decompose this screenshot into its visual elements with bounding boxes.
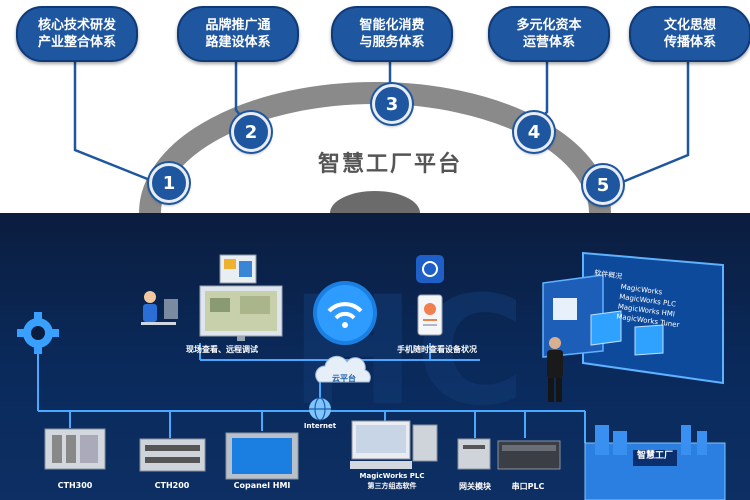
phone-icon <box>417 294 443 336</box>
system-label-5: 文化思想 传播体系 <box>663 18 716 50</box>
step-number-1: 1 <box>149 163 189 203</box>
top-section: 核心技术研发 产业整合体系 品牌推广通 路建设体系 智能化消费 与服务体系 多元… <box>0 0 750 213</box>
system-label-1: 核心技术研发 产业整合体系 <box>37 18 116 50</box>
step-number-3: 3 <box>372 84 412 124</box>
device-label-pc: MagicWorks PLC 第三方组态软件 <box>359 472 425 490</box>
system-bubble-4: 多元化资本 运营体系 <box>488 6 610 62</box>
platform-title: 智慧工厂平台 <box>317 152 462 177</box>
presenter-icon <box>547 337 563 402</box>
internet-globe-icon <box>309 397 331 421</box>
device-cth300 <box>44 428 106 470</box>
device-pc-workstation <box>350 420 438 469</box>
wifi-icon <box>313 281 377 345</box>
cloud-platform-label: 云平台 <box>332 374 356 383</box>
cloud-icon <box>315 355 371 383</box>
device-copanel-hmi <box>225 432 299 480</box>
software-icon <box>219 254 257 284</box>
device-gateway-module <box>457 438 491 470</box>
system-label-3: 智能化消费 与服务体系 <box>359 18 425 50</box>
system-label-2: 品牌推广通 路建设体系 <box>205 18 271 50</box>
device-label-serial-plc: 串口PLC <box>511 482 545 491</box>
device-label-copanel-hmi: Copanel HMI <box>233 481 291 490</box>
step-number-5: 5 <box>583 165 623 205</box>
factory-sign-label: 智慧工厂 <box>636 451 674 461</box>
mobile-status-label: 手机随时查看设备状况 <box>397 345 477 354</box>
network-diagram-section: HC <box>0 213 750 500</box>
device-label-gateway: 网关模块 <box>459 482 491 491</box>
system-bubble-3: 智能化消费 与服务体系 <box>331 6 453 62</box>
network-graphic: HC <box>17 251 726 500</box>
device-cth200 <box>139 438 206 472</box>
gear-icon <box>17 312 59 354</box>
device-serial-plc <box>497 440 561 470</box>
system-bubble-2: 品牌推广通 路建设体系 <box>177 6 299 62</box>
system-bubble-1: 核心技术研发 产业整合体系 <box>16 6 138 62</box>
device-label-cth300: CTH300 <box>57 481 93 490</box>
engineer-icon <box>141 291 178 325</box>
system-bubble-5: 文化思想 传播体系 <box>629 6 750 62</box>
factory-icon <box>584 425 726 500</box>
step-number-4: 4 <box>514 112 554 152</box>
step-number-2: 2 <box>231 112 271 152</box>
scada-monitor-icon <box>199 285 283 341</box>
software-display-panel <box>542 251 724 385</box>
remote-debug-label: 现场查看、远程调试 <box>186 345 258 354</box>
system-label-4: 多元化资本 运营体系 <box>516 18 582 50</box>
internet-label: Internet <box>303 422 337 430</box>
app-icon <box>416 255 444 283</box>
device-label-cth200: CTH200 <box>154 481 190 490</box>
